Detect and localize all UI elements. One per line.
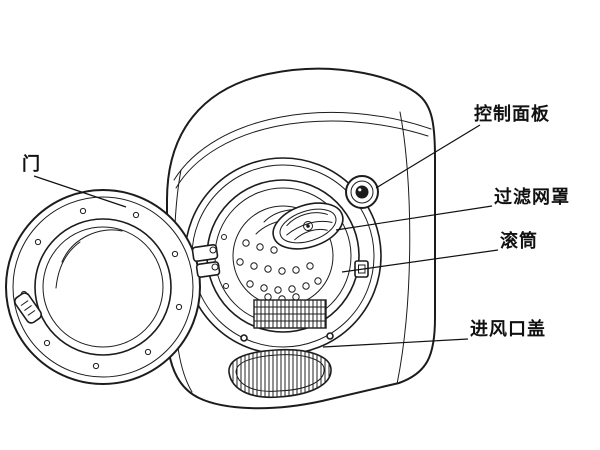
label-control-panel: 控制面板 bbox=[474, 103, 550, 124]
filter-cover bbox=[272, 202, 344, 250]
control-knob bbox=[345, 175, 379, 209]
hinge bbox=[191, 234, 229, 289]
air-inlet-cover bbox=[228, 348, 332, 399]
label-air-inlet: 进风口盖 bbox=[470, 318, 546, 339]
panel-screw bbox=[240, 334, 248, 342]
door-glass-reflection-2 bbox=[55, 241, 81, 289]
labels: 门 控制面板 过滤网罩 滚筒 进风口盖 bbox=[22, 103, 570, 339]
leader-door-line bbox=[33, 175, 127, 208]
hinge-screw bbox=[223, 283, 229, 289]
label-drum: 滚筒 bbox=[500, 230, 538, 251]
label-filter-cover: 过滤网罩 bbox=[494, 186, 570, 207]
door-inner-ring bbox=[34, 218, 172, 356]
air-inlet-grille bbox=[240, 299, 334, 342]
top-edge-line bbox=[173, 111, 432, 181]
top-edge-inner-line bbox=[175, 120, 429, 189]
hinge-screw bbox=[221, 234, 227, 240]
door-handle-detail bbox=[14, 292, 42, 324]
door bbox=[5, 189, 201, 385]
leader-control-panel-line bbox=[375, 124, 481, 189]
right-edge-line bbox=[396, 111, 411, 385]
leader-drum-line bbox=[341, 249, 499, 273]
leader-lines bbox=[33, 124, 499, 348]
door-glass-reflection bbox=[61, 229, 123, 263]
leader-filter-line bbox=[335, 205, 493, 231]
label-door: 门 bbox=[22, 153, 41, 174]
leader-air-inlet-line bbox=[322, 338, 469, 348]
panel-screw bbox=[326, 332, 334, 340]
